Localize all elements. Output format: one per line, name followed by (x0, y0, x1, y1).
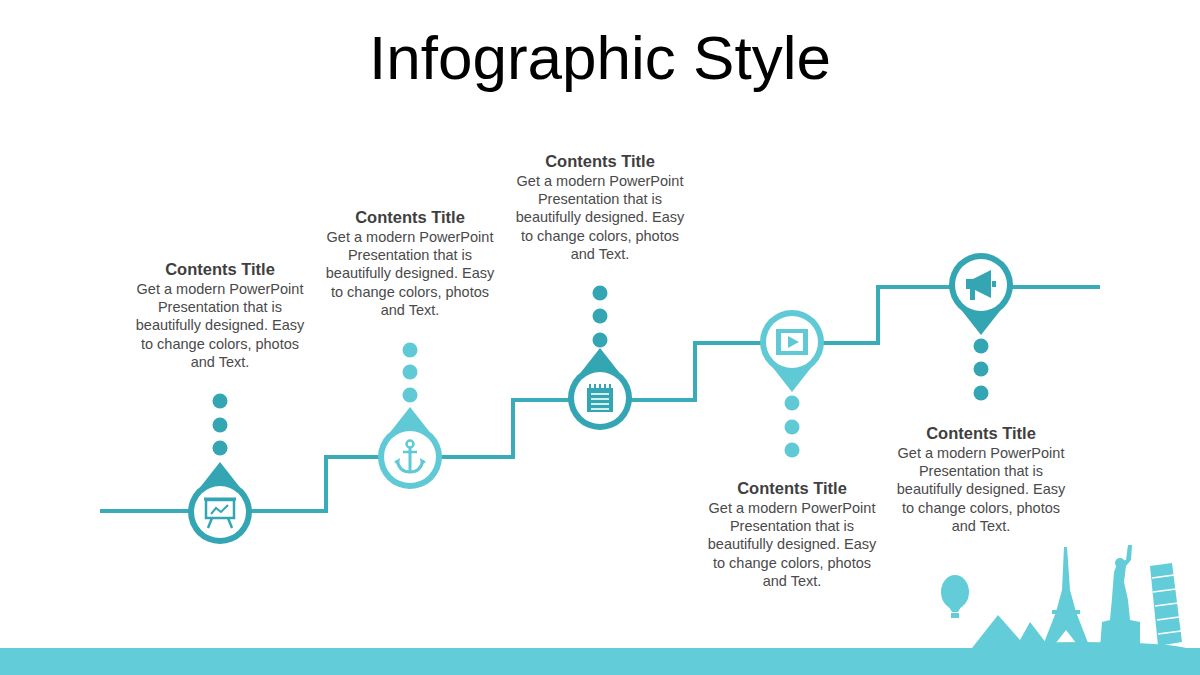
easel-board (206, 500, 234, 518)
step-body: Get a modern PowerPoint Presentation tha… (128, 280, 312, 371)
statue-of-liberty (1100, 545, 1140, 648)
leader-dot (593, 309, 608, 324)
pin-inner (766, 316, 818, 368)
pin-circle (378, 425, 442, 489)
leader-dot (974, 362, 989, 377)
easel-leg (208, 518, 212, 528)
note-line (591, 393, 609, 395)
megaphone-horn (973, 270, 991, 298)
step-heading: Contents Title (889, 423, 1073, 443)
pin-circle (188, 480, 252, 544)
megaphone-handle (970, 289, 975, 300)
step-text-block: Contents TitleGet a modern PowerPoint Pr… (128, 259, 312, 371)
video-screen (781, 333, 803, 351)
note-line (591, 408, 609, 410)
skyline-ground (970, 642, 1190, 658)
step-body: Get a modern PowerPoint Presentation tha… (318, 228, 502, 319)
note-ring (599, 384, 601, 390)
easel-top (204, 498, 236, 501)
step-body: Get a modern PowerPoint Presentation tha… (889, 444, 1073, 535)
leader-dot (974, 339, 989, 354)
step-text-block: Contents TitleGet a modern PowerPoint Pr… (889, 423, 1073, 535)
note-ring (609, 384, 611, 390)
step-heading: Contents Title (128, 259, 312, 279)
pin-circle (760, 310, 824, 374)
leader-dot (974, 386, 989, 401)
pin-circle (949, 253, 1013, 317)
anchor-fluke (394, 458, 400, 465)
map-pin (378, 407, 442, 489)
pin-circle (568, 366, 632, 430)
eiffel-deck (1052, 610, 1080, 614)
anchor-fluke (420, 458, 426, 465)
note-ring (594, 384, 596, 390)
note-pad (587, 388, 613, 412)
megaphone-back (966, 279, 973, 289)
pin-inner (384, 431, 436, 483)
page-title: Infographic Style (0, 20, 1200, 96)
map-pin (760, 310, 824, 392)
anchor-stock (403, 451, 417, 454)
leader-dot (403, 365, 418, 380)
anchor-arms (397, 460, 423, 472)
note-line (591, 398, 609, 400)
map-pin (188, 462, 252, 544)
balloon-neck (946, 602, 964, 612)
step-heading: Contents Title (508, 151, 692, 171)
leader-dot (213, 418, 228, 433)
step-body: Get a modern PowerPoint Presentation tha… (700, 499, 884, 590)
leader-dot (785, 396, 800, 411)
pin-group (188, 253, 1013, 544)
step-text-block: Contents TitleGet a modern PowerPoint Pr… (700, 478, 884, 590)
pin-inner (194, 486, 246, 538)
liberty-head (1115, 558, 1125, 568)
balloon-basket (951, 613, 959, 618)
skyline (941, 545, 1190, 658)
leader-dot (593, 286, 608, 301)
video-play (788, 336, 799, 348)
anchor-ring (407, 441, 414, 448)
pin-inner (955, 259, 1007, 311)
step-text-block: Contents TitleGet a modern PowerPoint Pr… (318, 207, 502, 319)
pisa-floors (1152, 575, 1181, 634)
pisa-tower (1150, 563, 1182, 646)
step-text-block: Contents TitleGet a modern PowerPoint Pr… (508, 151, 692, 263)
leader-dot (593, 333, 608, 348)
pin-inner (574, 372, 626, 424)
note-ring (589, 384, 591, 390)
eiffel-tower (1042, 547, 1090, 648)
note-ring (604, 384, 606, 390)
leader-dot (403, 343, 418, 358)
easel-leg (228, 518, 232, 528)
leader-dot (403, 388, 418, 403)
easel-chart (211, 505, 228, 514)
step-heading: Contents Title (700, 478, 884, 498)
video-frame (776, 329, 808, 355)
leader-dot (213, 394, 228, 409)
note-line (591, 403, 609, 405)
megaphone-tip (992, 281, 996, 287)
leader-dot (213, 441, 228, 456)
leader-dot (785, 443, 800, 458)
step-heading: Contents Title (318, 207, 502, 227)
leader-dot (785, 420, 800, 435)
map-pin (949, 253, 1013, 335)
map-pin (568, 348, 632, 430)
step-body: Get a modern PowerPoint Presentation tha… (508, 172, 692, 263)
